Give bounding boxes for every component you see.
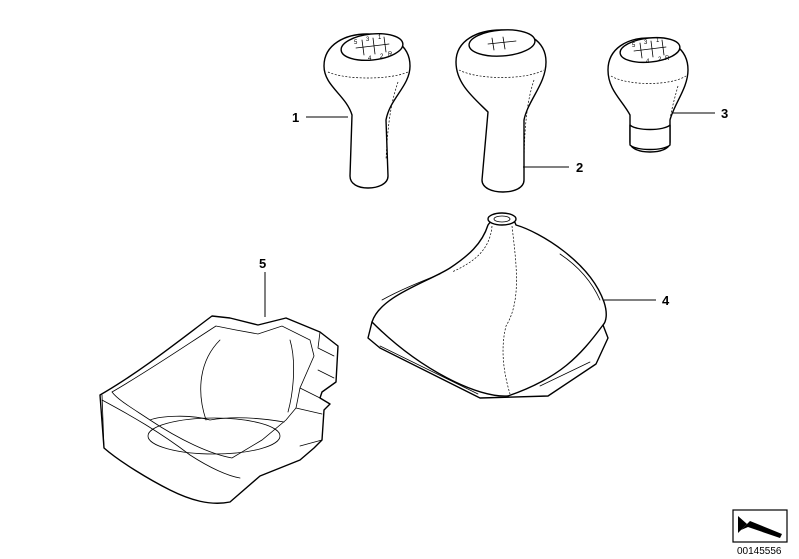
svg-text:1: 1: [378, 35, 382, 41]
callout-5: 5: [259, 256, 266, 271]
svg-text:3: 3: [644, 40, 648, 46]
svg-text:2: 2: [658, 57, 662, 63]
gear-knob-3[interactable]: 5 3 1 R 4 2: [607, 35, 689, 153]
svg-text:5: 5: [354, 40, 358, 46]
arrow-box-icon: [732, 509, 788, 543]
callout-1: 1: [292, 110, 299, 125]
svg-text:5: 5: [632, 43, 636, 49]
svg-text:3: 3: [366, 37, 370, 43]
shift-pattern-1: 5 3 1 R 4 2: [354, 35, 393, 62]
callout-2: 2: [576, 160, 583, 175]
shift-boot[interactable]: [367, 212, 609, 399]
svg-text:1: 1: [656, 38, 660, 44]
console-tray[interactable]: [99, 315, 339, 504]
gear-knob-2[interactable]: [455, 28, 547, 193]
svg-text:R: R: [665, 56, 670, 62]
svg-text:4: 4: [368, 56, 372, 62]
callout-3: 3: [721, 106, 728, 121]
shift-pattern-3: 5 3 1 R 4 2: [632, 38, 670, 65]
svg-text:4: 4: [646, 59, 650, 65]
document-number: 00145556: [737, 546, 782, 557]
svg-text:2: 2: [380, 54, 384, 60]
gear-knob-1[interactable]: 5 3 1 R 4 2: [323, 31, 411, 189]
callout-4: 4: [662, 293, 670, 308]
svg-text:R: R: [388, 52, 393, 58]
